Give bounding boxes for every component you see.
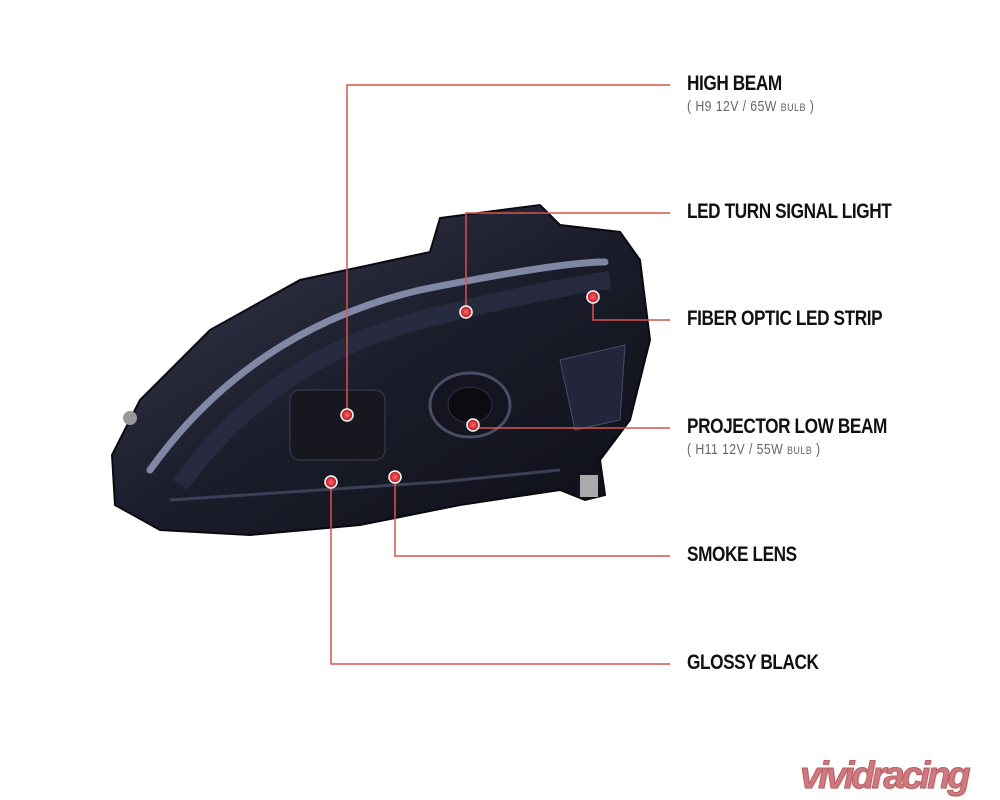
spec-value: H9 12V / 65W bbox=[695, 98, 777, 115]
vividracing-logo: vividracing bbox=[800, 755, 972, 798]
spec-projector: ( H11 12V / 55W BULB ) bbox=[687, 441, 821, 458]
marker-dot-led-turn bbox=[459, 305, 473, 319]
spec-suffix: BULB bbox=[780, 102, 806, 114]
label-fiber-optic: FIBER OPTIC LED STRIP bbox=[687, 307, 883, 330]
spec-suffix: BULB bbox=[787, 445, 813, 457]
spec-value: H11 12V / 55W bbox=[695, 441, 784, 458]
marker-dot-projector bbox=[466, 418, 480, 432]
label-led-turn-signal: LED TURN SIGNAL LIGHT bbox=[687, 200, 892, 223]
label-high-beam: HIGH BEAM bbox=[687, 72, 782, 95]
callout-line-glossy-black bbox=[330, 482, 670, 665]
marker-dot-smoke-lens bbox=[388, 470, 402, 484]
spec-high-beam: ( H9 12V / 65W BULB ) bbox=[687, 98, 815, 115]
callout-line-fiber-optic bbox=[592, 297, 670, 321]
callout-line-high-beam bbox=[346, 84, 670, 415]
callout-line-smoke-lens bbox=[394, 477, 670, 557]
marker-dot-glossy-black bbox=[324, 475, 338, 489]
headlight-image bbox=[110, 203, 652, 537]
marker-dot-fiber-optic bbox=[586, 290, 600, 304]
label-projector-low-beam: PROJECTOR LOW BEAM bbox=[687, 415, 887, 438]
callout-line-led-turn bbox=[465, 212, 670, 312]
label-glossy-black: GLOSSY BLACK bbox=[687, 651, 819, 674]
marker-dot-high-beam bbox=[340, 408, 354, 422]
label-smoke-lens: SMOKE LENS bbox=[687, 543, 797, 566]
